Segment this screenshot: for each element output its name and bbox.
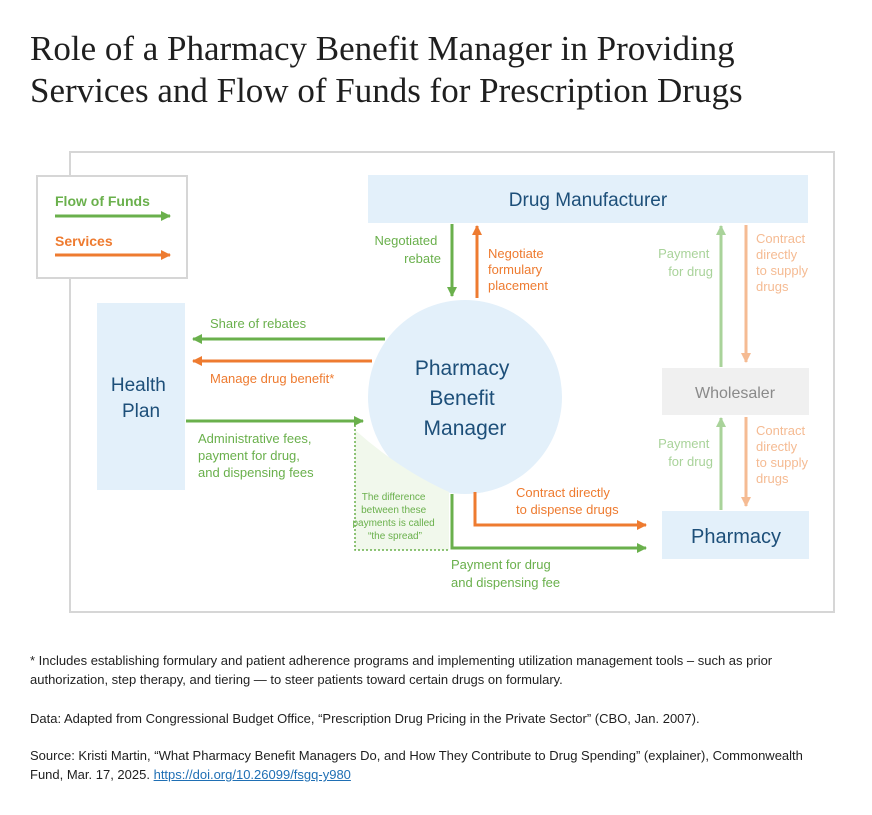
source-link[interactable]: https://doi.org/10.26099/fsgq-y980	[153, 767, 351, 782]
manage-drug-benefit-label: Manage drug benefit*	[210, 371, 334, 386]
spread-note-line: The difference	[362, 492, 426, 503]
payment-wholesaler-line: Payment	[658, 436, 710, 451]
contract-dispense-label: Contract directly to dispense drugs	[516, 485, 619, 517]
pbm-flow-diagram: Flow of Funds Services Drug Manufacturer…	[36, 151, 835, 613]
payment-dispensing-line: and dispensing fee	[451, 575, 560, 590]
contract-supply-manufacturer-line: directly	[756, 247, 798, 262]
pbm-label: Pharmacy Benefit Manager	[415, 357, 515, 440]
health-plan-label-line: Health	[111, 375, 166, 396]
data-note: Data: Adapted from Congressional Budget …	[30, 711, 700, 726]
negotiated-rebate-line: Negotiated	[374, 233, 437, 248]
contract-supply-manufacturer-label: Contract directly to supply drugs	[756, 231, 812, 294]
payment-wholesaler-line: for drug	[668, 454, 713, 469]
contract-supply-wholesaler-label: Contract directly to supply drugs	[756, 423, 812, 486]
health-plan-box	[97, 303, 185, 490]
contract-supply-manufacturer-line: Contract	[756, 231, 806, 246]
payment-manufacturer-label: Payment for drug	[658, 246, 713, 279]
spread-note-line: between these	[361, 505, 426, 516]
pbm-label-line: Pharmacy	[415, 357, 510, 380]
title-line-2: Services and Flow of Funds for Prescript…	[30, 71, 743, 110]
contract-dispense-line: Contract directly	[516, 485, 610, 500]
pbm-circle	[368, 300, 562, 494]
legend: Flow of Funds Services	[36, 175, 188, 279]
payment-dispensing-line: Payment for drug	[451, 557, 551, 572]
page-title: Role of a Pharmacy Benefit Manager in Pr…	[30, 28, 850, 112]
drug-manufacturer-box	[368, 175, 808, 223]
admin-fees-line: and dispensing fees	[198, 465, 314, 480]
payment-dispensing-arrow	[450, 494, 647, 553]
contract-supply-wholesaler-line: drugs	[756, 471, 789, 486]
negotiated-rebate-line: rebate	[404, 251, 441, 266]
contract-supply-wholesaler-line: directly	[756, 439, 798, 454]
negotiate-formulary-label: Negotiate formulary placement	[488, 246, 548, 293]
payment-manufacturer-line: Payment	[658, 246, 710, 261]
spread-note-line: payments is called	[352, 518, 434, 529]
legend-funds-label: Flow of Funds	[55, 193, 150, 209]
source-note: Source: Kristi Martin, “What Pharmacy Be…	[30, 746, 830, 784]
spread-region	[355, 430, 449, 550]
contract-dispense-arrow	[473, 492, 647, 530]
wholesaler-box	[662, 368, 809, 415]
pbm-label-line: Benefit	[429, 387, 495, 410]
negotiate-formulary-line: placement	[488, 278, 548, 293]
drug-manufacturer-label: Drug Manufacturer	[509, 190, 668, 211]
spread-bracket	[354, 425, 449, 551]
diagram-frame	[69, 151, 835, 613]
pharmacy-label: Pharmacy	[691, 526, 781, 548]
negotiated-rebate-label: Negotiated rebate	[374, 233, 441, 266]
pharmacy-box	[662, 511, 809, 559]
admin-fees-line: payment for drug,	[198, 448, 300, 463]
payment-dispensing-label: Payment for drug and dispensing fee	[451, 557, 560, 590]
spread-note-line: “the spread”	[368, 531, 422, 542]
negotiate-formulary-line: formulary	[488, 262, 543, 277]
legend-box	[36, 175, 188, 279]
contract-dispense-line: to dispense drugs	[516, 502, 619, 517]
footnote: * Includes establishing formulary and pa…	[30, 653, 773, 687]
contract-supply-manufacturer-line: to supply	[756, 263, 809, 278]
share-of-rebates-label: Share of rebates	[210, 316, 307, 331]
admin-fees-line: Administrative fees,	[198, 431, 311, 446]
admin-fees-label: Administrative fees, payment for drug, a…	[198, 431, 315, 480]
wholesaler-label: Wholesaler	[695, 385, 776, 402]
legend-services-label: Services	[55, 233, 113, 249]
payment-manufacturer-line: for drug	[668, 264, 713, 279]
pbm-label-line: Manager	[424, 417, 507, 440]
spread-note: The difference between these payments is…	[352, 492, 437, 542]
payment-wholesaler-label: Payment for drug	[658, 436, 713, 469]
negotiate-formulary-line: Negotiate	[488, 246, 544, 261]
title-line-1: Role of a Pharmacy Benefit Manager in Pr…	[30, 29, 735, 68]
contract-supply-manufacturer-line: drugs	[756, 279, 789, 294]
contract-supply-wholesaler-line: Contract	[756, 423, 806, 438]
health-plan-label-line: Plan	[122, 401, 160, 422]
health-plan-label: Health Plan	[111, 375, 171, 422]
contract-supply-wholesaler-line: to supply	[756, 455, 809, 470]
source-note-text: Source: Kristi Martin, “What Pharmacy Be…	[30, 748, 803, 782]
